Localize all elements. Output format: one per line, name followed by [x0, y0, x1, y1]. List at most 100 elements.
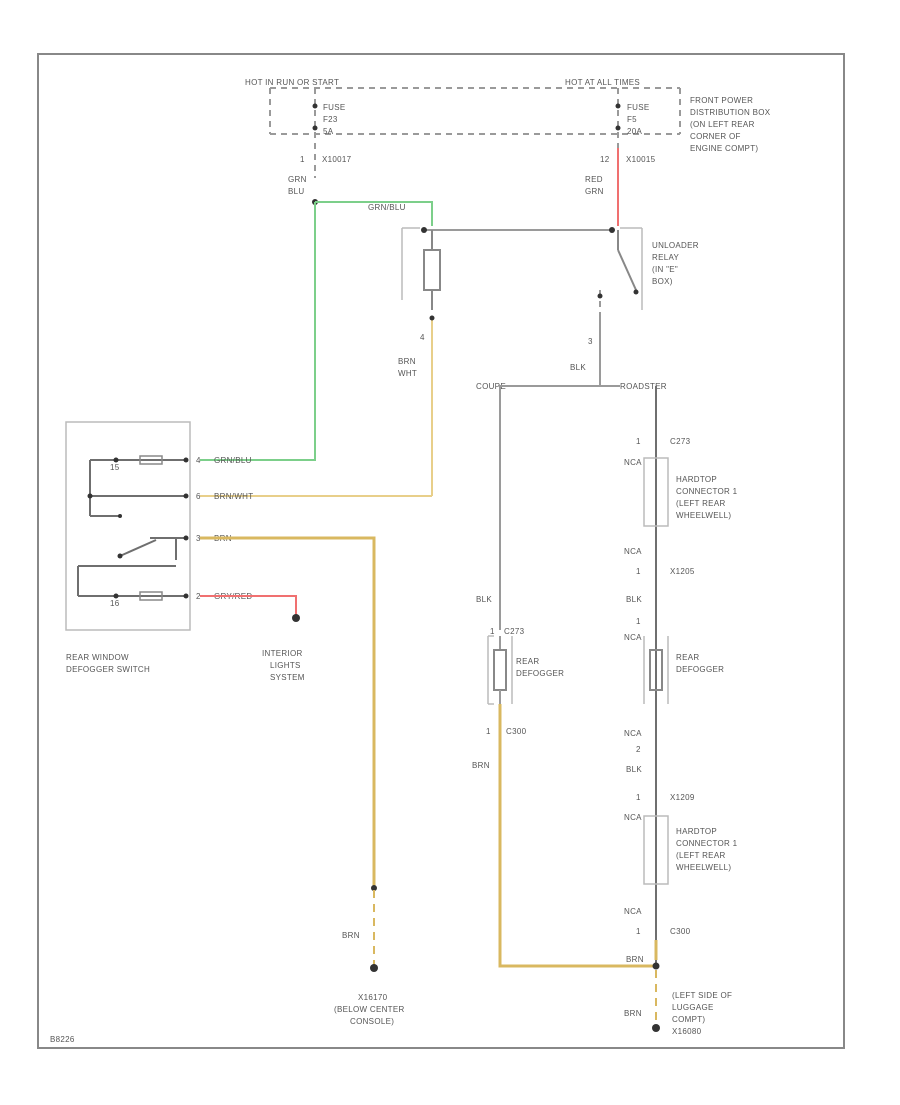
relay-pin-a: 4	[420, 333, 425, 342]
road-wire-brn: BRN	[626, 955, 644, 964]
diagram-frame	[37, 53, 845, 1049]
front-power-l2: DISTRIBUTION BOX	[690, 108, 771, 117]
coupe-pin2: 1	[486, 727, 491, 736]
fuse-right-l3: 20A	[627, 127, 642, 136]
fuse-left-l3: 5A	[323, 127, 334, 136]
road-ground-l3: COMPT)	[672, 1015, 705, 1024]
switch-label-l2: DEFOGGER SWITCH	[66, 665, 150, 674]
hot-all-times-label: HOT AT ALL TIMES	[565, 78, 640, 87]
ground-splice-right	[652, 962, 660, 970]
relay-contact	[617, 249, 637, 291]
grn-blu-label: GRN/BLU	[368, 203, 406, 212]
coupe-wire1: BLK	[476, 595, 492, 604]
ground-x16170	[370, 964, 378, 972]
conn-left: X10017	[322, 155, 352, 164]
fuse-right-terminal-top	[615, 103, 621, 109]
road-nca2: NCA	[624, 547, 642, 556]
road-pin5: 1	[636, 793, 641, 802]
front-power-distribution-box	[269, 87, 681, 135]
road-conn1: C273	[670, 437, 691, 446]
relay-pin-b: 3	[588, 337, 593, 346]
road-ground-wire: BRN	[624, 1009, 642, 1018]
switch-led2: 16	[110, 599, 120, 608]
coupe-defogger-l1: REAR	[516, 657, 539, 666]
wire-left-l2: BLU	[288, 187, 304, 196]
gry-red-wire	[200, 595, 297, 616]
pin-right: 12	[600, 155, 610, 164]
pin-left: 1	[300, 155, 305, 164]
road-pin1: 1	[636, 437, 641, 446]
road-pin2: 1	[636, 567, 641, 576]
hardtop1-l4: WHEELWELL)	[676, 511, 731, 520]
road-conn6: C300	[670, 927, 691, 936]
road-wire2: BLK	[626, 595, 642, 604]
road-pin6: 1	[636, 927, 641, 936]
road-conn2: X1205	[670, 567, 695, 576]
hardtop2-l1: HARDTOP	[676, 827, 717, 836]
switch-led1: 15	[110, 463, 120, 472]
road-defogger-l1: REAR	[676, 653, 699, 662]
hardtop1-l2: CONNECTOR 1	[676, 487, 738, 496]
relay-label-l3: (IN "E"	[652, 265, 678, 274]
road-defogger-l2: DEFOGGER	[676, 665, 724, 674]
defogger-switch-internals	[77, 455, 189, 601]
hardtop2-l4: WHEELWELL)	[676, 863, 731, 872]
relay-pin-4-dot	[429, 315, 435, 321]
road-pin3: 1	[636, 617, 641, 626]
grn-blu-wire-top	[315, 201, 433, 226]
hardtop1-l1: HARDTOP	[676, 475, 717, 484]
lights-l1: INTERIOR	[262, 649, 303, 658]
coupe-defogger-l2: DEFOGGER	[516, 669, 564, 678]
lights-l3: SYSTEM	[270, 673, 305, 682]
relay-wire-a-l1: BRN	[398, 357, 416, 366]
coupe-brn-wire	[498, 704, 656, 968]
road-nca3: NCA	[624, 633, 642, 642]
fuse-right-terminal-bottom	[615, 125, 621, 131]
fuse-left-terminal-top	[312, 103, 318, 109]
unloader-relay	[401, 227, 643, 310]
front-power-l4: CORNER OF	[690, 132, 741, 141]
interior-lights-terminal	[292, 614, 300, 622]
coupe-pin1: 1	[490, 627, 495, 636]
relay-wire-b: BLK	[570, 363, 586, 372]
switch-label-l1: REAR WINDOW	[66, 653, 129, 662]
coupe-conn2: C300	[506, 727, 527, 736]
relay-pin-3-dot	[597, 293, 603, 299]
footer-code: B8226	[50, 1035, 75, 1044]
ground-l3: CONSOLE)	[350, 1017, 394, 1026]
relay-coil	[423, 249, 441, 291]
road-wire4: BLK	[626, 765, 642, 774]
grn-blu-wire-down	[200, 202, 316, 461]
road-nca4: NCA	[624, 729, 642, 738]
brn-wire-switch-ground	[200, 536, 376, 888]
ground-l1: X16170	[358, 993, 388, 1002]
road-pin4: 2	[636, 745, 641, 754]
hardtop-connector-1-bottom	[643, 815, 669, 885]
switch-pin-3: 3	[196, 534, 201, 543]
roadster-label: ROADSTER	[620, 382, 667, 391]
switch-pin-4: 4	[196, 456, 201, 465]
switch-pin-2: 2	[196, 592, 201, 601]
fuse-left-terminal-bottom	[312, 125, 318, 131]
roadster-rear-defogger	[643, 636, 669, 704]
wire-left-l1: GRN	[288, 175, 307, 184]
ground-l2: (BELOW CENTER	[334, 1005, 405, 1014]
ground-splice-left	[371, 885, 377, 891]
front-power-l5: ENGINE COMPT)	[690, 144, 758, 153]
wire-right-l2: GRN	[585, 187, 604, 196]
fuse-left-l1: FUSE	[323, 103, 346, 112]
coupe-blk-wire	[499, 385, 520, 630]
relay-label-l1: UNLOADER	[652, 241, 699, 250]
relay-label-l2: RELAY	[652, 253, 680, 262]
relay-wire-a-l2: WHT	[398, 369, 417, 378]
fuse-right-l1: FUSE	[627, 103, 650, 112]
road-nca6: NCA	[624, 907, 642, 916]
coupe-wire2: BRN	[472, 761, 490, 770]
hardtop2-l3: (LEFT REAR	[676, 851, 726, 860]
front-power-l3: (ON LEFT REAR	[690, 120, 755, 129]
front-power-l1: FRONT POWER	[690, 96, 753, 105]
road-ground-l2: LUGGAGE	[672, 1003, 714, 1012]
switch-wire-brn-wht: BRN/WHT	[214, 492, 253, 501]
hardtop-connector-1-top	[643, 457, 669, 527]
